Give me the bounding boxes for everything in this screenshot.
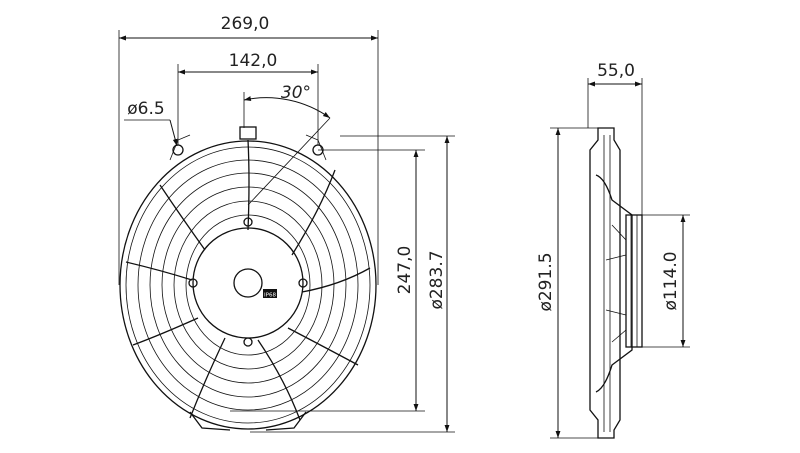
dim-depth: 55,0 <box>597 61 635 81</box>
side-dimensions: 55,0 ø291.5 ø114.0 <box>536 61 690 439</box>
ip-badge <box>263 289 277 298</box>
dim-mount-spacing: 142,0 <box>229 51 278 71</box>
side-motor <box>625 214 643 348</box>
front-view: IP68 <box>119 126 377 431</box>
bottom-feet <box>189 411 307 431</box>
ip-badge-label: IP68 <box>264 293 276 299</box>
dim-height-inner: 247,0 <box>395 246 415 295</box>
angle-leg-line <box>247 117 331 206</box>
front-dimensions: 269,0 142,0 30° ø6.5 247,0 ø283.7 <box>118 14 455 433</box>
guard-spokes <box>125 139 371 421</box>
side-struts <box>605 224 627 343</box>
dim-angle: 30° <box>281 83 311 103</box>
shroud-outer-rim <box>119 140 377 430</box>
dim-hole-dia: ø6.5 <box>127 99 164 119</box>
angle-arc <box>243 96 331 119</box>
mount-hole-left <box>172 144 184 156</box>
top-mount-lug <box>239 126 257 140</box>
side-guard-profile <box>595 174 633 393</box>
motor-screws <box>188 217 308 347</box>
dim-dia-motor: ø114.0 <box>661 251 681 310</box>
guard-rings <box>137 159 359 411</box>
dim-width-total: 269,0 <box>221 14 270 34</box>
dim-dia-side: ø291.5 <box>536 252 556 311</box>
side-shroud <box>589 127 621 439</box>
side-view <box>589 127 643 439</box>
leader-arrow-hole <box>169 119 178 147</box>
dim-dia-outer: ø283.7 <box>427 250 447 309</box>
motor-boss <box>192 227 304 339</box>
motor-shaft <box>233 268 263 298</box>
